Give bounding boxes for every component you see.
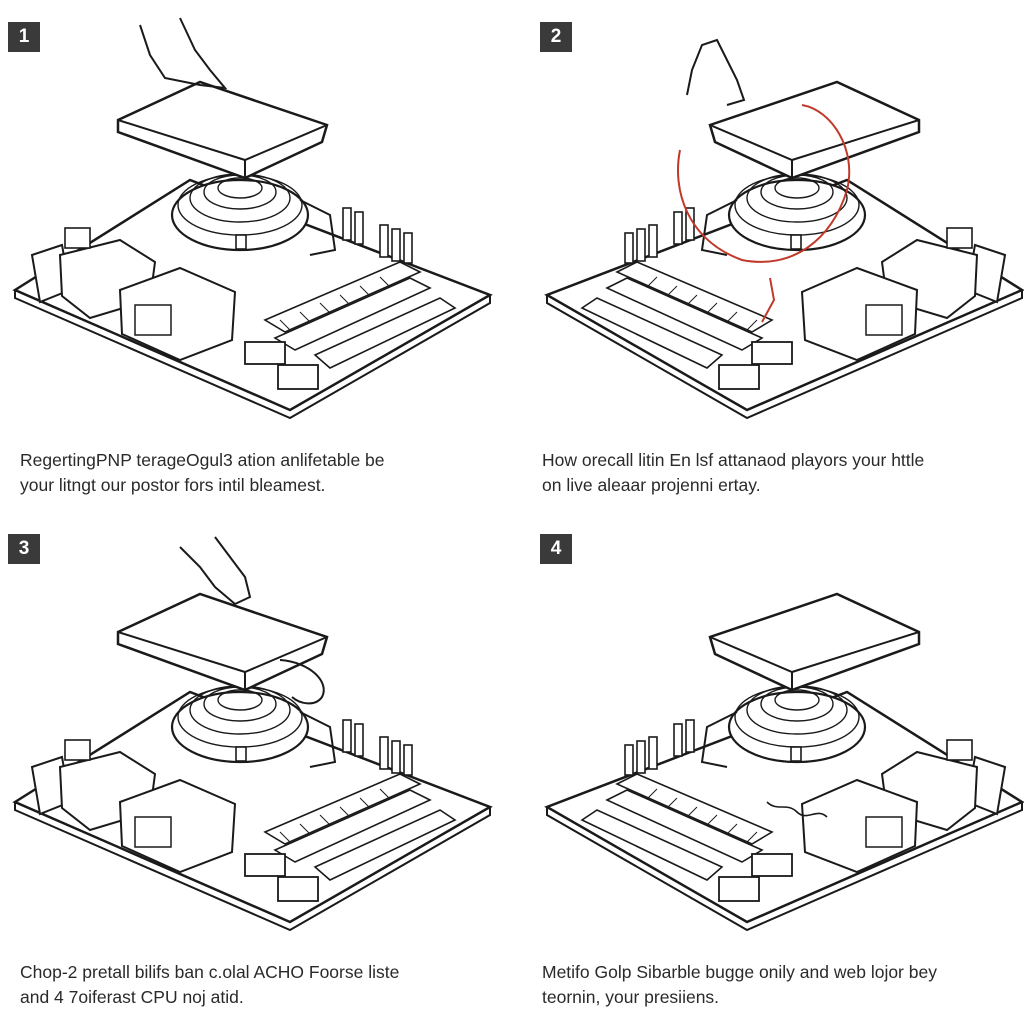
step-caption: Metifo Golp Sibarble bugge onily and web… bbox=[542, 960, 1012, 1010]
caption-line: RegertingPNP terageOgul3 ation anlifetab… bbox=[20, 450, 385, 470]
step-3-panel: 3 Chop-2 pretall bilifs ban c.olal ACHO … bbox=[0, 512, 512, 1024]
step-number-badge: 3 bbox=[8, 534, 40, 564]
caption-line: Metifo Golp Sibarble bugge onily and web… bbox=[542, 962, 937, 982]
step-number-badge: 4 bbox=[540, 534, 572, 564]
arrow-head-icon bbox=[761, 277, 776, 323]
cpu-cooler-illustration bbox=[545, 592, 1024, 932]
caption-line: on live aleaar projenni ertay. bbox=[542, 475, 761, 495]
cpu-cooler-illustration bbox=[545, 38, 1024, 420]
caption-line: teornin, your presiiens. bbox=[542, 987, 720, 1007]
step-number-badge: 1 bbox=[8, 22, 40, 52]
removal-arrow-annotation bbox=[677, 104, 851, 263]
hand-icon bbox=[686, 38, 746, 106]
step-caption: How orecall litin En lsf attanaod playor… bbox=[542, 448, 1012, 498]
caption-line: and 4 7oiferast CPU noj atid. bbox=[20, 987, 244, 1007]
caption-line: How orecall litin En lsf attanaod playor… bbox=[542, 450, 925, 470]
cpu-cooler-illustration bbox=[13, 17, 492, 420]
step-2-panel: 2 How orecall litin En lsf attanaod play… bbox=[512, 0, 1024, 512]
step-caption: RegertingPNP terageOgul3 ation anlifetab… bbox=[20, 448, 490, 498]
caption-line: your litngt our postor fors intil bleame… bbox=[20, 475, 326, 495]
step-4-panel: 4 Metifo Golp Sibarble bugge onily and w… bbox=[512, 512, 1024, 1024]
caption-line: Chop-2 pretall bilifs ban c.olal ACHO Fo… bbox=[20, 962, 400, 982]
hand-icon bbox=[179, 536, 252, 606]
step-number-badge: 2 bbox=[540, 22, 572, 52]
cpu-cooler-illustration bbox=[13, 536, 492, 932]
step-1-panel: 1 RegertingPNP terageOgul3 ation anlifet… bbox=[0, 0, 512, 512]
hand-icon bbox=[139, 17, 228, 90]
step-caption: Chop-2 pretall bilifs ban c.olal ACHO Fo… bbox=[20, 960, 490, 1010]
